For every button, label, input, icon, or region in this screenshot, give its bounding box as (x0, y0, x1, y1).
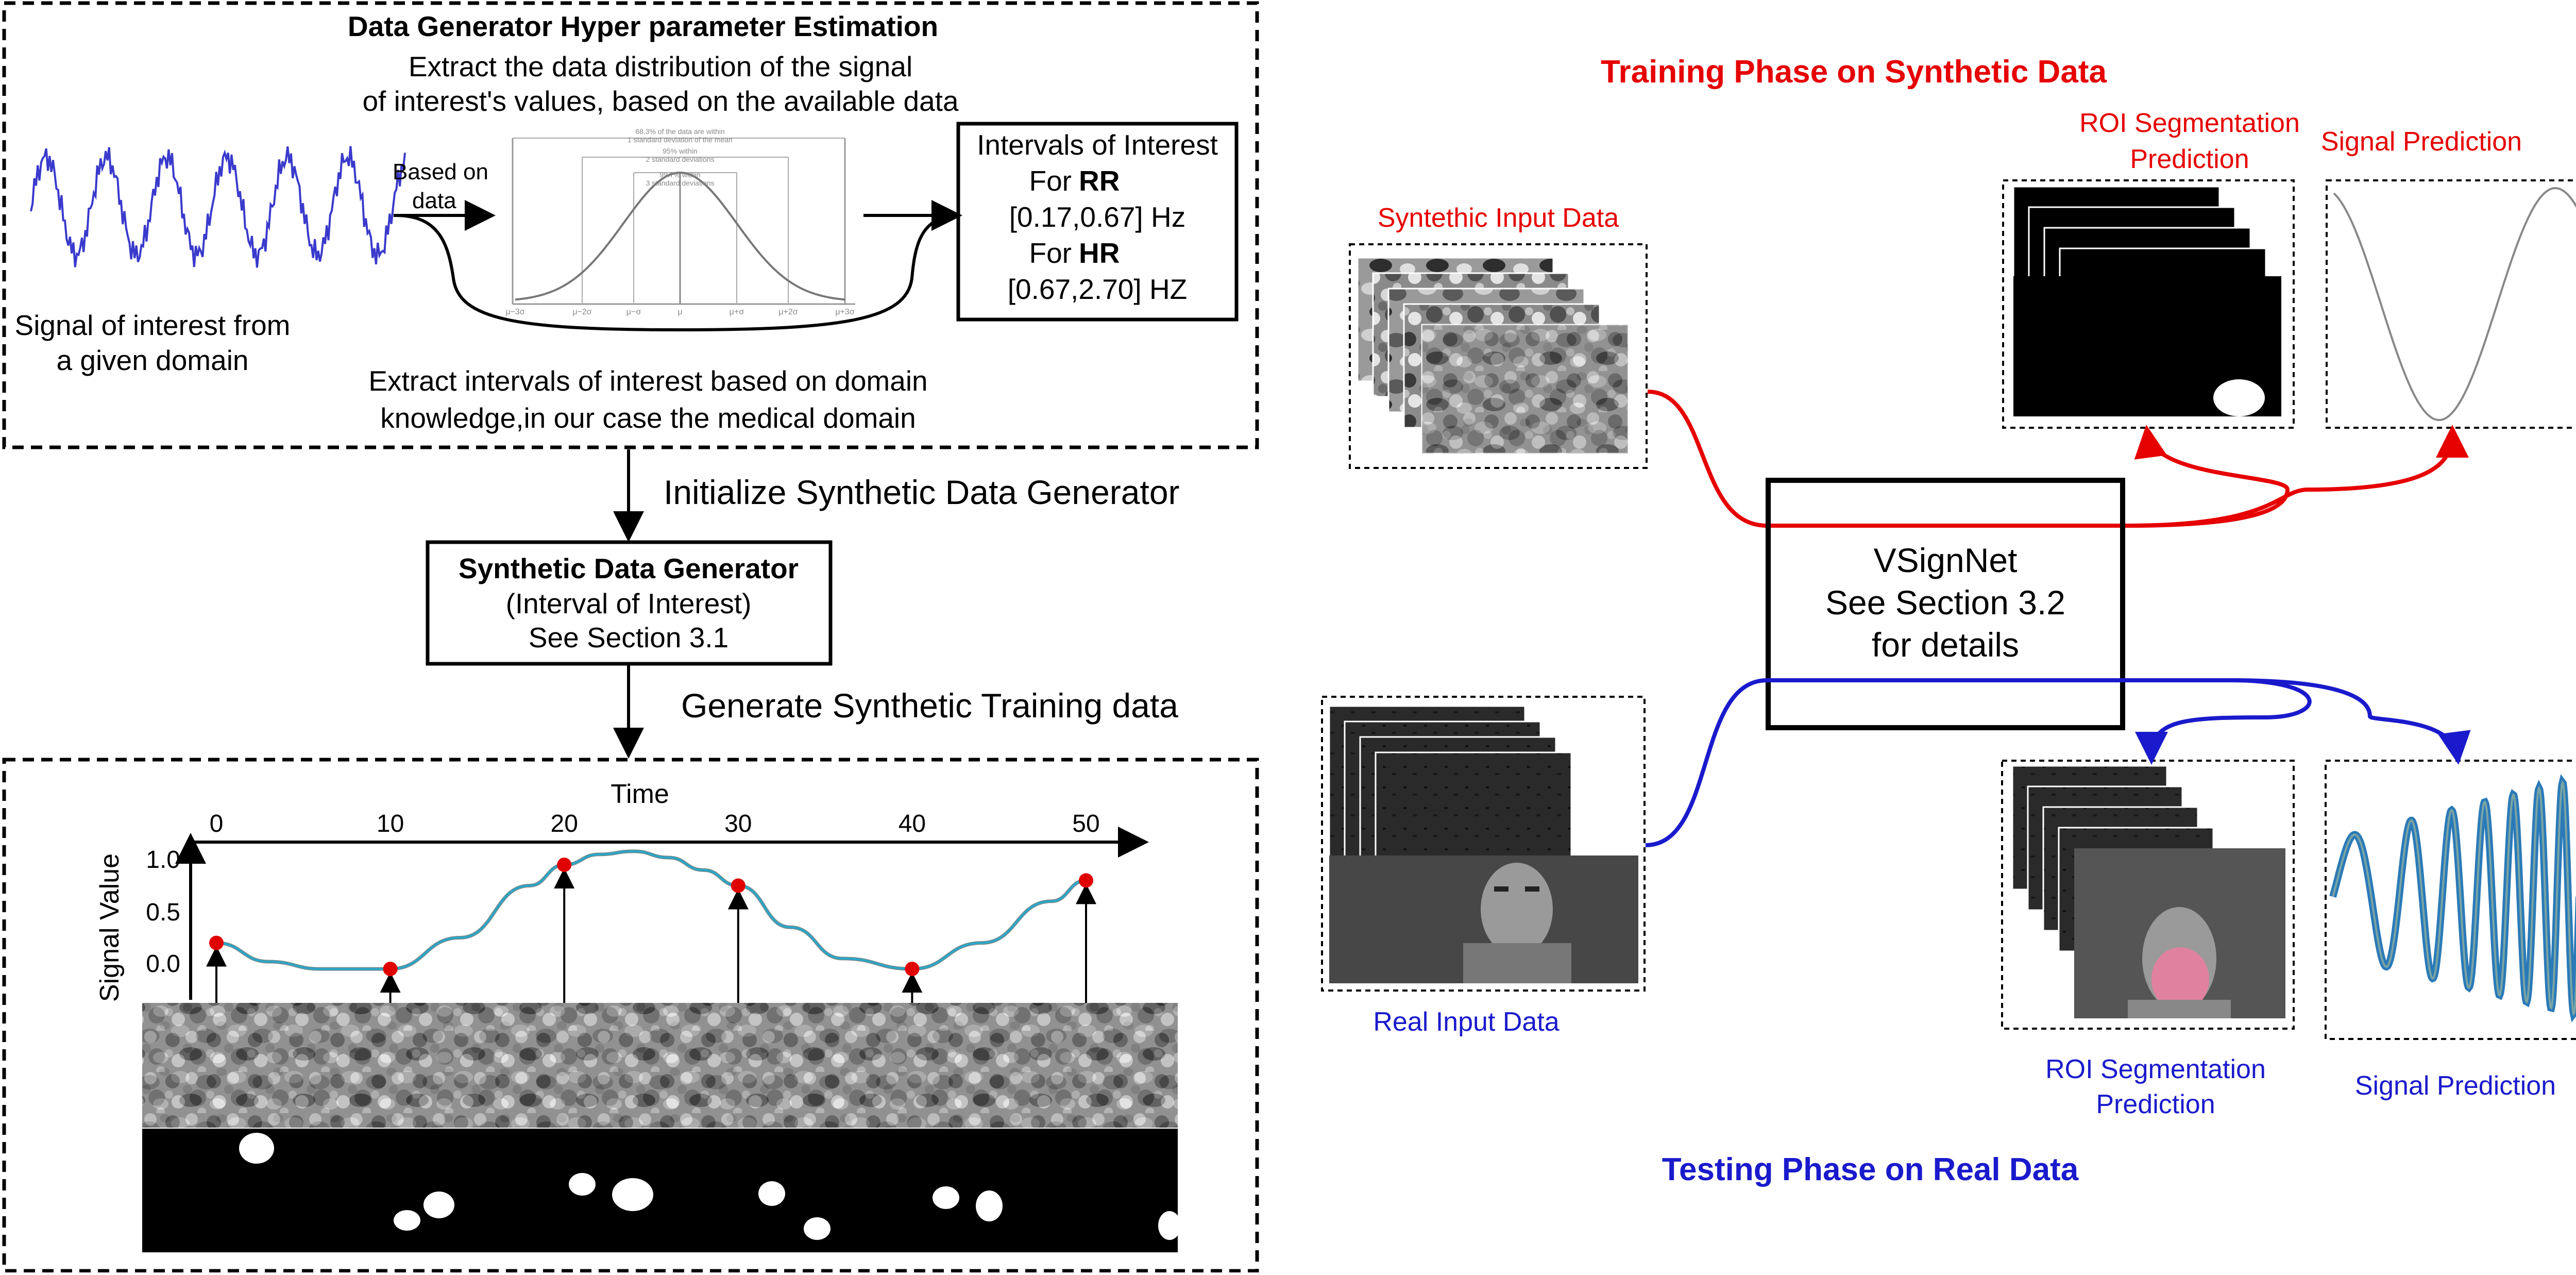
sample-point (1079, 873, 1093, 888)
train-roi-stack (2012, 186, 2281, 416)
vsignet-line2: See Section 3.2 (1825, 583, 2065, 622)
train-roi-label-1: ROI Segmentation (2079, 108, 2300, 138)
gauss-note-5: 99.7% within (659, 171, 700, 179)
test-flow-to-roi (2135, 678, 2312, 765)
generate-label: Generate Synthetic Training data (681, 686, 1178, 725)
signal-caption-1: Signal of interest from (15, 309, 291, 341)
intervals-rr-range: [0.17,0.67] Hz (1009, 201, 1185, 233)
chart-x-tick-label: 0 (210, 810, 224, 837)
extract-caption-1: Extract intervals of interest based on d… (368, 365, 927, 397)
hyper-param-title: Data Generator Hyper parameter Estimatio… (348, 10, 938, 42)
generator-line2: (Interval of Interest) (506, 588, 752, 619)
intervals-rr-label: RR (1079, 165, 1120, 197)
gauss-note-2: 1 standard deviation of the mean (628, 136, 733, 144)
chart-x-tick-label: 30 (724, 810, 752, 837)
chart-x-label: Time (611, 779, 669, 809)
chart-x-tick-label: 40 (899, 810, 926, 837)
signal-caption-2: a given domain (56, 344, 248, 376)
intervals-for-hr: For (1029, 237, 1072, 269)
based-on-label-1: Based on (393, 159, 488, 184)
gauss-tick-label: μ−3σ (505, 308, 524, 316)
chart-y-tick-label: 1.0 (146, 846, 180, 874)
vsignet-line3: for details (1872, 626, 2019, 664)
gauss-tick-label: μ−2σ (572, 308, 591, 316)
intervals-hr-label: HR (1079, 237, 1120, 269)
gauss-tick-label: μ+2σ (778, 308, 798, 316)
sample-point (731, 878, 745, 893)
generator-line3: See Section 3.1 (529, 622, 728, 653)
sample-point (209, 935, 224, 950)
train-roi-label-2: Prediction (2130, 144, 2249, 174)
test-flow-to-signal (1645, 678, 2471, 847)
initialize-label: Initialize Synthetic Data Generator (664, 473, 1180, 511)
sample-point (905, 962, 920, 977)
mask-frames-strip (142, 1129, 1178, 1252)
generator-box (426, 540, 833, 666)
gauss-tick-label: μ+3σ (835, 308, 854, 316)
gauss-note-3: 95% within (663, 147, 698, 155)
train-signal-label: Signal Prediction (2321, 127, 2522, 157)
testing-heading: Testing Phase on Real Data (1662, 1152, 2079, 1187)
hyper-param-subtitle-2: of interest's values, based on the avail… (362, 85, 959, 117)
chart-y-label: Signal Value (95, 853, 125, 1002)
test-signal-label: Signal Prediction (2355, 1071, 2556, 1101)
chart-box (2, 758, 1259, 1273)
test-roi-frame (2001, 760, 2295, 1030)
intervals-box (956, 122, 1239, 322)
sample-point (383, 962, 398, 977)
real-input-label: Real Input Data (1373, 1007, 1559, 1037)
generator-title: Synthetic Data Generator (459, 552, 799, 584)
synthetic-input-stack (1357, 257, 1629, 455)
intervals-for-rr: For (1029, 165, 1072, 197)
sample-point (557, 858, 572, 873)
hyper-param-subtitle-1: Extract the data distribution of the sig… (409, 51, 912, 82)
synthetic-input-label: Syntethic Input Data (1378, 203, 1619, 233)
loop-curve (395, 214, 959, 332)
gauss-tick-label: μ−σ (626, 308, 641, 316)
raw-signal-trace (30, 146, 406, 268)
vsignet-line1: VSignNet (1874, 541, 2018, 579)
test-signal-overlay (2332, 780, 2576, 1016)
chart-y-tick-label: 0.0 (146, 950, 180, 978)
real-input-frame (1321, 696, 1646, 992)
train-flow-to-roi (2127, 425, 2290, 528)
signal-chart: Time Signal Value 0 10 20 30 40 50 0.0 0.5 1.0 (95, 779, 1149, 1003)
train-signal-frame (2326, 179, 2576, 429)
extract-caption-2: knowledge,in our case the medical domain (380, 402, 916, 434)
gauss-note-6: 3 standard deviations (646, 179, 714, 187)
chart-x-tick-label: 20 (551, 810, 578, 837)
chart-x-tick-label: 10 (377, 810, 404, 837)
training-heading: Training Phase on Synthetic Data (1601, 54, 2107, 90)
synthetic-input-frame (1349, 243, 1648, 469)
test-roi-label-1: ROI Segmentation (2045, 1054, 2266, 1084)
gauss-tick-label: μ+σ (730, 308, 744, 316)
real-input-stack (1328, 705, 1638, 983)
train-flow-to-signal (1647, 390, 2469, 528)
gauss-note-1: 68.3% of the data are within (635, 127, 725, 136)
gauss-tick-label: μ (677, 308, 682, 316)
chart-series-line (216, 849, 1087, 971)
gaussian-figure: 68.3% of the data are within 1 standard … (505, 127, 855, 316)
chart-y-tick-label: 0.5 (146, 899, 180, 926)
vsignet-box (1766, 478, 2125, 730)
intervals-title: Intervals of Interest (977, 129, 1218, 161)
test-roi-label-2: Prediction (2096, 1089, 2215, 1119)
test-roi-stack (2011, 765, 2285, 1018)
intervals-hr-range: [0.67,2.70] HZ (1008, 273, 1188, 305)
chart-x-tick-label: 50 (1072, 810, 1099, 837)
mask-blobs (239, 1133, 1181, 1240)
hyper-param-box (2, 1, 1259, 449)
train-signal-curve (2333, 187, 2576, 422)
gauss-note-4: 2 standard deviations (646, 155, 714, 163)
based-on-label-2: data (412, 188, 456, 213)
